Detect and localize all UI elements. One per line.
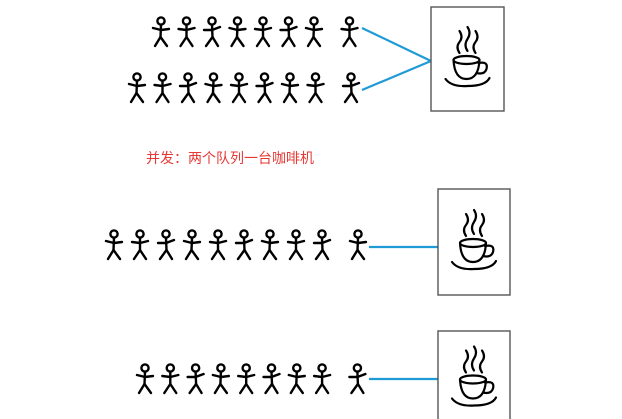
queue [135, 363, 367, 395]
queue-person [211, 363, 231, 395]
queue-person [287, 363, 306, 395]
queue-person [279, 16, 298, 48]
coffee-cup-icon [450, 208, 498, 271]
queue-person [104, 229, 124, 261]
queue-person [262, 363, 281, 395]
queue-person [182, 229, 202, 261]
queue-person [348, 229, 368, 261]
concurrency-caption: 并发：两个队列一台咖啡机 [146, 151, 314, 167]
coffee-machine [430, 6, 505, 112]
queue-person [153, 72, 172, 104]
queue-person [229, 72, 249, 104]
queue-person [151, 16, 171, 48]
queue-person [341, 72, 361, 104]
queue-person [260, 229, 280, 261]
queue [151, 16, 359, 48]
queue-person [304, 16, 324, 48]
queue-connector-line [361, 27, 432, 62]
queue-person [130, 229, 150, 261]
coffee-cup-icon [450, 345, 498, 407]
queue [104, 229, 368, 261]
queue-person [202, 16, 222, 48]
queue-person [312, 229, 332, 261]
queue-person [204, 72, 223, 104]
coffee-machine [437, 188, 511, 296]
queue-person [306, 72, 325, 104]
queues-layer [104, 16, 368, 395]
queue [127, 72, 361, 104]
queue-person [348, 363, 367, 395]
queue-person [237, 363, 256, 395]
queue-person [228, 16, 247, 48]
coffee-machine-frame [437, 188, 511, 296]
queue-person [178, 72, 198, 104]
queue-person [280, 72, 300, 104]
queue-person [286, 229, 306, 261]
queue-person [177, 16, 196, 48]
queue-person [253, 16, 273, 48]
coffee-machines-layer [430, 6, 511, 419]
queue-person [156, 229, 176, 261]
queue-connector-line [361, 59, 432, 92]
queue-person [255, 72, 274, 104]
connectors-layer [361, 27, 438, 381]
queue-person [161, 363, 180, 395]
queue-person [135, 363, 155, 395]
queue-person [208, 229, 228, 261]
queue-person [127, 72, 147, 104]
queue-person [340, 16, 359, 48]
queue-person [312, 363, 332, 395]
queue-person [234, 229, 254, 261]
coffee-machine-frame [430, 6, 505, 112]
coffee-cup-icon [444, 25, 491, 88]
coffee-machine [437, 330, 511, 419]
queue-person [186, 363, 205, 395]
